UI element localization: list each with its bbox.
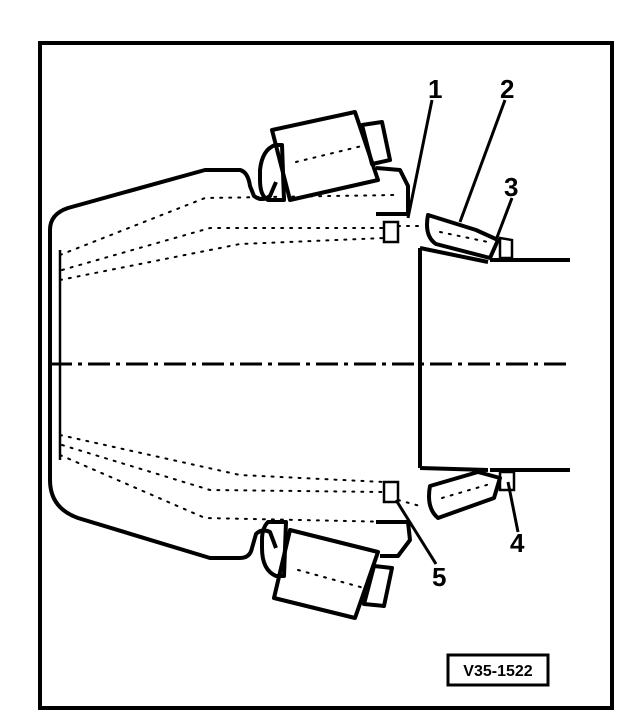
- callout-1: 1: [428, 74, 442, 104]
- diagram-frame: [38, 41, 614, 710]
- callout-5: 5: [432, 562, 446, 592]
- leader-1: [406, 99, 434, 219]
- leader-3: [494, 197, 514, 241]
- leader-5: [394, 499, 438, 565]
- lower-small-bearing: [419, 466, 516, 520]
- inner-hidden-lines: [59, 194, 396, 523]
- callout-3: 3: [504, 172, 518, 202]
- upper-small-bearing: [419, 213, 514, 264]
- upper-large-bearing: [258, 110, 410, 216]
- leader-4: [506, 481, 520, 533]
- reference-code: V35-1522: [463, 663, 532, 680]
- shaft: [418, 248, 570, 472]
- shim-top: [382, 220, 421, 244]
- lower-large-bearing: [260, 520, 412, 620]
- leader-2: [458, 99, 507, 223]
- callout-leaders: [394, 99, 520, 565]
- callout-2: 2: [500, 74, 514, 104]
- callout-4: 4: [510, 528, 525, 558]
- reference-code-box: V35-1522: [446, 653, 550, 687]
